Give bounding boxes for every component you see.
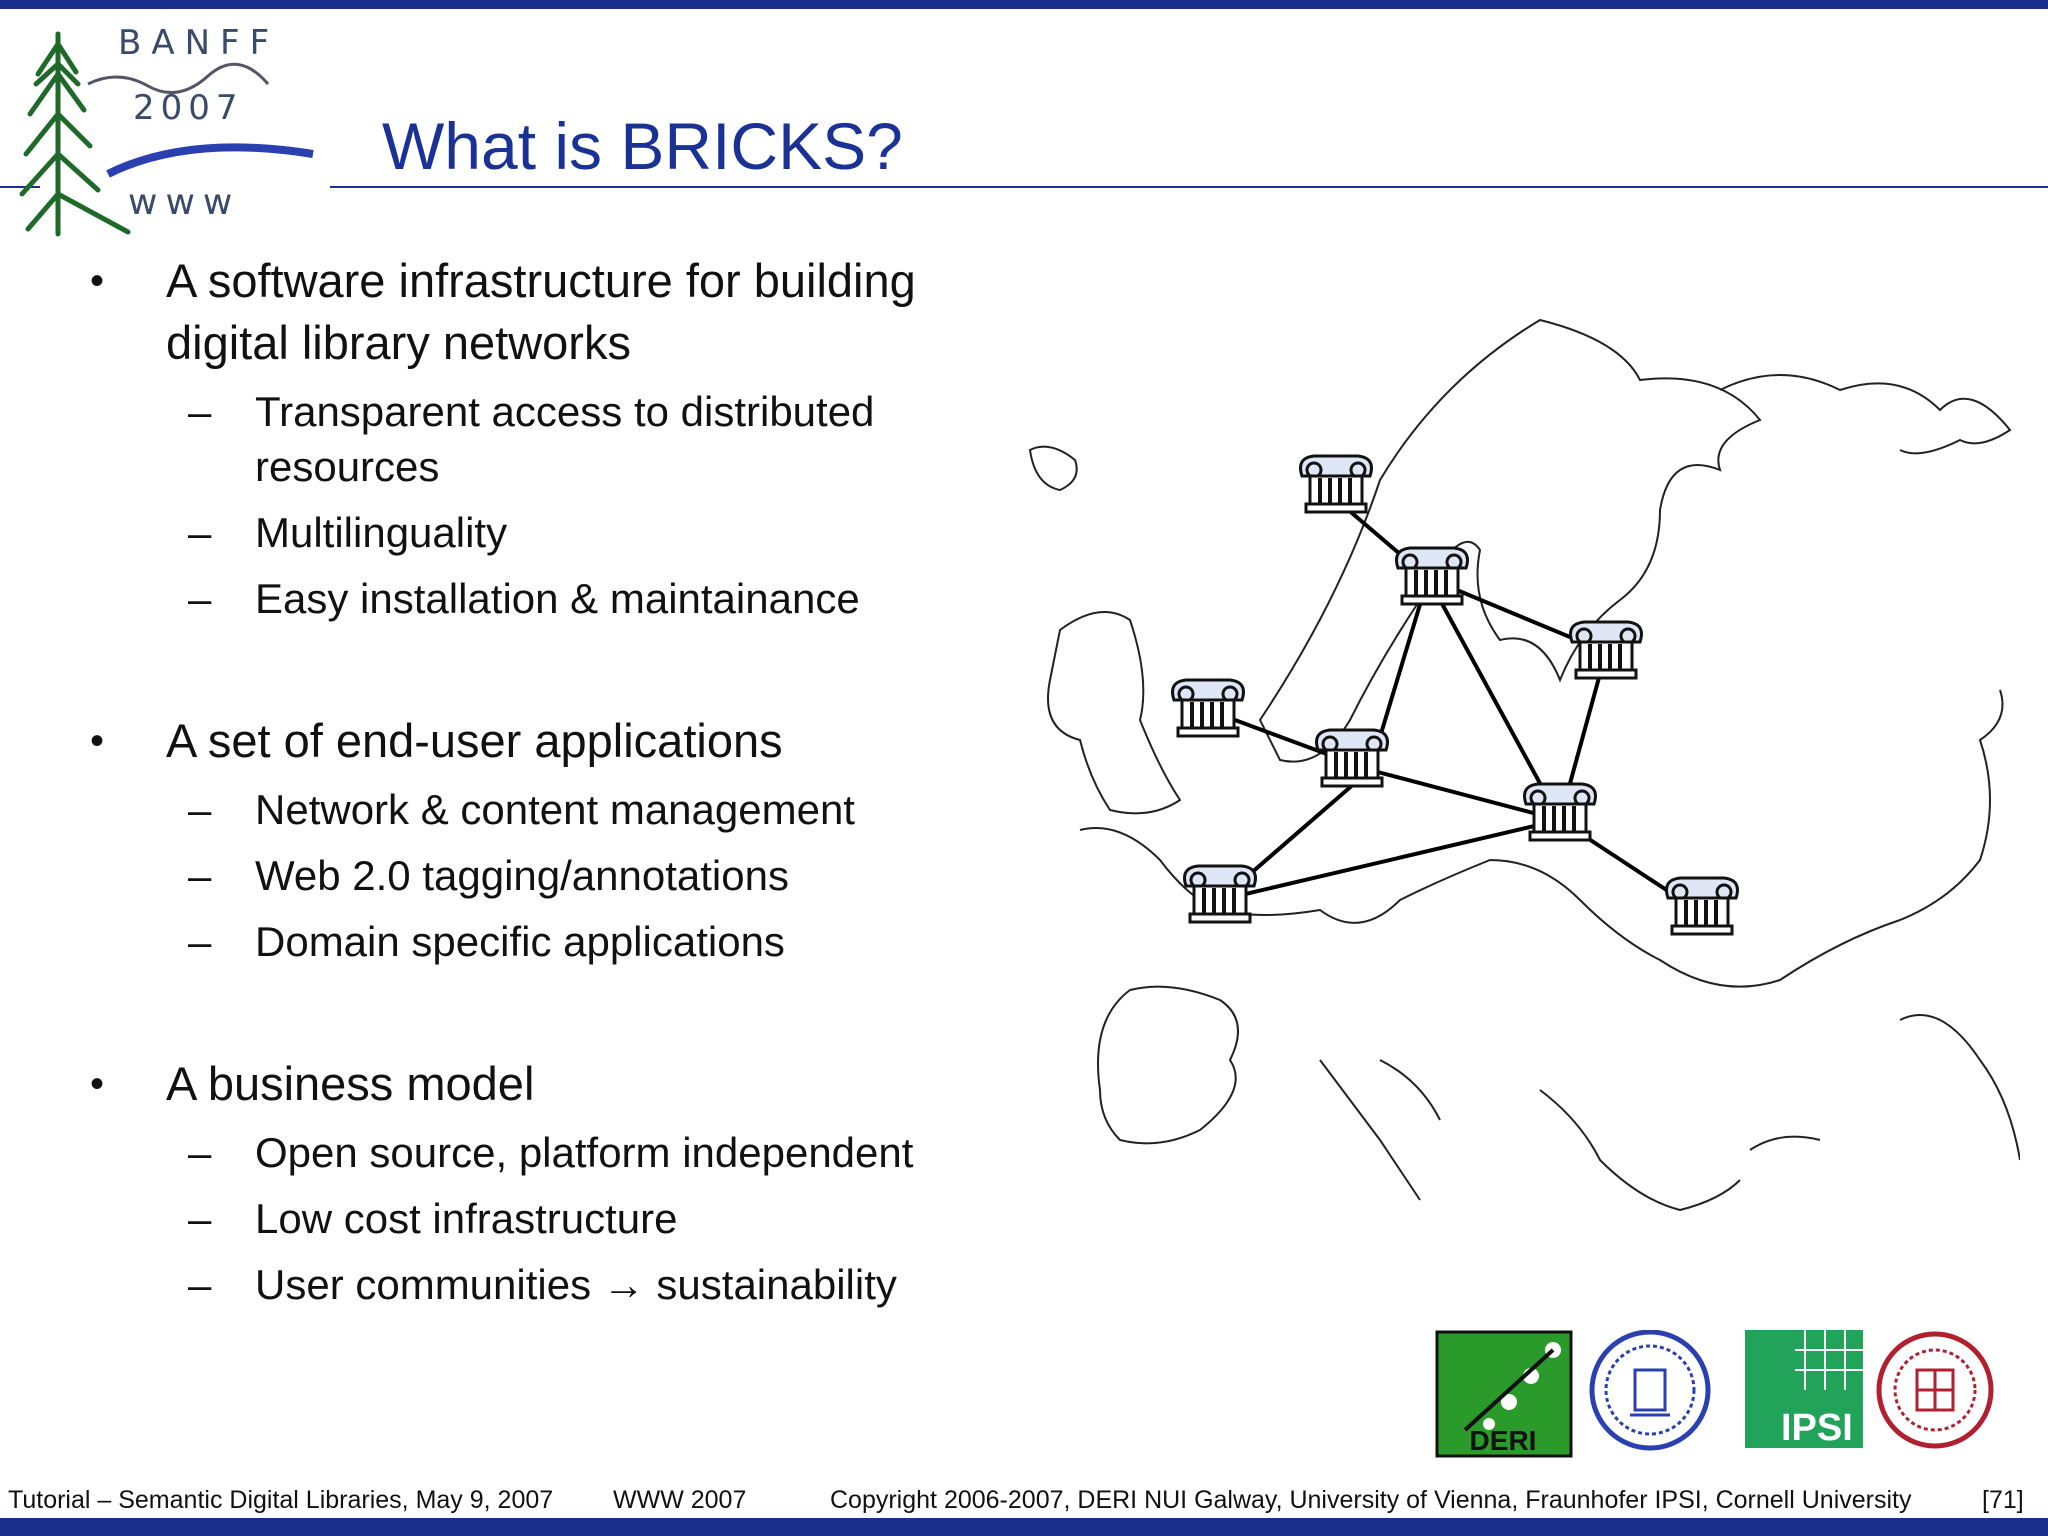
library-node-icon	[1314, 728, 1390, 788]
dash-icon: –	[188, 918, 212, 965]
sub-item: –Open source, platform independent	[80, 1125, 1030, 1180]
dash-icon: –	[188, 852, 212, 899]
footer-tutorial: Tutorial – Semantic Digital Libraries, M…	[8, 1486, 554, 1514]
footer-copyright: Copyright 2006-2007, DERI NUI Galway, Un…	[830, 1486, 1912, 1514]
deri-label: DERI	[1470, 1425, 1537, 1456]
sub-text: Domain specific applications	[255, 918, 785, 965]
bullet-item: • A business model	[80, 1053, 1030, 1115]
sub-item: –Low cost infrastructure	[80, 1191, 1030, 1246]
sub-item: –Transparent access to distributed resou…	[80, 384, 1030, 494]
sub-text: Low cost infrastructure	[255, 1195, 678, 1242]
bullet-text: A software infrastructure for building d…	[166, 254, 916, 369]
slide-title: What is BRICKS?	[382, 109, 903, 183]
sub-item: –Network & content management	[80, 782, 1030, 837]
title-rule-left	[0, 186, 40, 188]
library-node-icon	[1568, 620, 1644, 680]
sub-item: –Domain specific applications	[80, 914, 1030, 969]
dash-icon: –	[188, 1261, 212, 1308]
bullet-list: • A software infrastructure for building …	[80, 250, 1030, 1396]
bullet-text: A set of end-user applications	[166, 714, 783, 767]
fraunhofer-ipsi-logo: IPSI	[1745, 1330, 1863, 1449]
ipsi-label: IPSI	[1781, 1407, 1853, 1449]
logo-www-text: www	[128, 182, 240, 223]
bullet-group-applications: •A set of end-user applications –Network…	[80, 710, 1030, 969]
partner-logos: DERI IPSI	[1435, 1330, 1994, 1458]
bullet-dot-icon: •	[90, 719, 105, 763]
dash-icon: –	[188, 1195, 212, 1242]
sub-item: –Easy installation & maintainance	[80, 571, 1030, 626]
bullet-item: • A set of end-user applications	[80, 710, 1030, 772]
bullet-group-infrastructure: • A software infrastructure for building …	[80, 250, 1030, 626]
library-node-icon	[1298, 454, 1374, 514]
sub-list: –Open source, platform independent –Low …	[80, 1125, 1030, 1312]
sub-text: Easy installation & maintainance	[255, 575, 860, 622]
top-bar	[0, 0, 2048, 9]
dash-icon: –	[188, 388, 212, 435]
banff-2007-logo: BANFF 2007 www	[19, 23, 314, 237]
dash-icon: –	[188, 786, 212, 833]
sub-text: User communities → sustainability	[255, 1261, 897, 1308]
dash-icon: –	[188, 575, 212, 622]
bullet-group-business: •A business model –Open source, platform…	[80, 1053, 1030, 1312]
dash-icon: –	[188, 1129, 212, 1176]
bottom-bar	[0, 1518, 2048, 1536]
europe-network-map	[1028, 318, 2020, 1212]
sub-item: –User communities → sustainability	[80, 1257, 1030, 1312]
sub-list: –Transparent access to distributed resou…	[80, 384, 1030, 626]
sub-item: –Web 2.0 tagging/annotations	[80, 848, 1030, 903]
logo-banff-text: BANFF	[118, 23, 279, 63]
university-of-vienna-seal	[1589, 1330, 1711, 1451]
logo-year-text: 2007	[133, 88, 244, 128]
sub-list: –Network & content management –Web 2.0 t…	[80, 782, 1030, 969]
library-nodes	[1170, 454, 1740, 936]
sub-text: Transparent access to distributed resour…	[255, 388, 875, 490]
sub-text: Network & content management	[255, 786, 855, 833]
bullet-text: A business model	[166, 1057, 535, 1110]
dash-icon: –	[188, 509, 212, 556]
library-node-icon	[1182, 864, 1258, 924]
library-node-icon	[1522, 782, 1598, 842]
bullet-item: • A software infrastructure for building …	[80, 250, 1030, 374]
library-node-icon	[1394, 546, 1470, 606]
sub-text: Multilinguality	[255, 509, 508, 556]
deri-logo: DERI	[1435, 1330, 1573, 1458]
library-node-icon	[1664, 876, 1740, 936]
cornell-university-seal	[1876, 1331, 1994, 1449]
coastline	[1028, 318, 2020, 1212]
library-node-icon	[1170, 678, 1246, 738]
bullet-dot-icon: •	[90, 1062, 105, 1106]
page-number: [71]	[1982, 1486, 2024, 1514]
footer-conference: WWW 2007	[613, 1486, 747, 1514]
sub-text: Open source, platform independent	[255, 1129, 914, 1176]
sub-text: Web 2.0 tagging/annotations	[255, 852, 789, 899]
title-rule	[330, 186, 2048, 188]
bullet-dot-icon: •	[90, 259, 105, 303]
sub-item: –Multilinguality	[80, 505, 1030, 560]
